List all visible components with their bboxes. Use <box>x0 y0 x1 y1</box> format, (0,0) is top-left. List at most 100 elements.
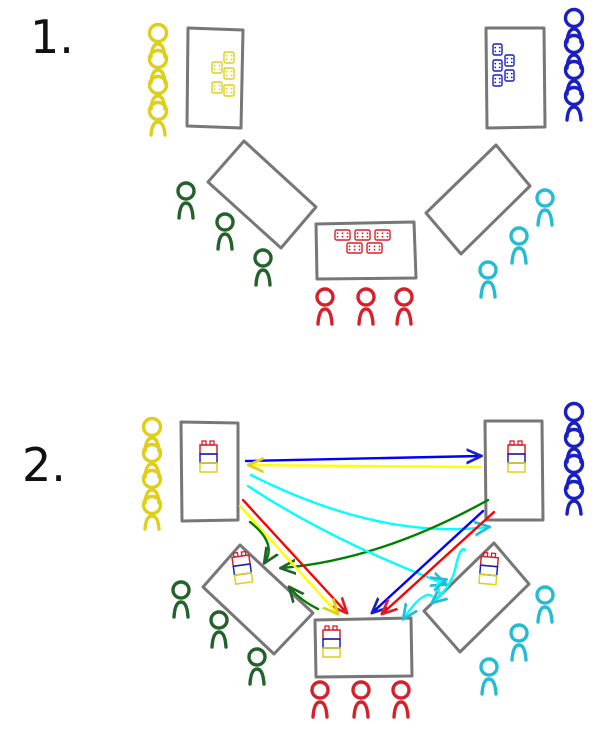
brick-1-red-a-outline <box>334 229 351 241</box>
brick-1-red-e-outline <box>366 242 383 254</box>
brick-1-red-d-stud-b1 <box>353 248 356 251</box>
brick-1-blue-d-outline <box>504 69 515 82</box>
person-1-cyan-a-body <box>536 208 554 227</box>
brick-1-red-a-stud-b2 <box>346 235 349 238</box>
brick-1-yellow-d-stud-a1 <box>218 84 221 87</box>
person-1-red-b-body <box>357 307 375 326</box>
person-1-green-a-head <box>176 181 196 201</box>
brick-1-yellow-e-stud-a0 <box>225 87 228 90</box>
person-2-blue-body-3 <box>565 499 583 516</box>
brick-1-red-a-stud-a1 <box>341 232 344 235</box>
tower-2-cyan-yellow-brick <box>478 573 498 586</box>
brick-1-yellow-e-stud-b0 <box>225 91 228 94</box>
person-2-blue-head-1 <box>563 427 585 449</box>
table-2-cyan <box>422 541 531 654</box>
person-1-cyan-c <box>478 260 498 299</box>
person-2-cyan-a-body <box>536 605 554 624</box>
person-1-green-b-body <box>216 232 234 251</box>
arrow-cyan-to-red <box>404 593 434 618</box>
person-1-yellow-body-3 <box>149 120 167 137</box>
brick-1-blue-c <box>492 59 503 72</box>
person-2-cyan-b-head <box>509 623 529 643</box>
brick-1-red-a-stud-b0 <box>336 235 339 238</box>
person-2-blue-head-3 <box>563 479 585 501</box>
tower-2-yellow <box>199 440 218 473</box>
arrow-red-from-yellow <box>241 498 346 612</box>
arrow-green-from-yellow <box>248 520 269 562</box>
brick-1-red-d-stud-a1 <box>353 245 356 248</box>
brick-1-yellow-c-outline <box>223 67 235 80</box>
person-1-yellow-body-0 <box>149 42 167 59</box>
person-1-yellow-body-1 <box>149 68 167 85</box>
brick-1-yellow-a-stud-a0 <box>213 64 216 67</box>
person-2-red-b <box>351 680 371 719</box>
table-1-blue <box>484 26 547 130</box>
brick-1-blue-c-stud-b1 <box>498 66 501 69</box>
person-1-yellow-head-3 <box>147 100 169 122</box>
person-2-blue-body-0 <box>565 421 583 438</box>
person-2-yellow-body-1 <box>143 462 161 479</box>
brick-1-blue-e-outline <box>492 74 503 87</box>
brick-1-red-a-stud-a2 <box>346 232 349 235</box>
person-2-cyan-c-head <box>479 657 499 677</box>
brick-1-yellow-e-outline <box>223 84 235 97</box>
brick-1-yellow-a-outline <box>211 61 223 74</box>
brick-1-yellow-c-stud-b1 <box>230 74 233 77</box>
brick-1-yellow-d-stud-b0 <box>213 88 216 91</box>
brick-1-red-e <box>366 242 383 254</box>
table-2-blue <box>483 419 545 522</box>
person-1-red-a-body <box>316 307 334 326</box>
brick-1-yellow-d-stud-b1 <box>218 88 221 91</box>
brick-1-blue-b-stud-a1 <box>510 57 513 60</box>
person-2-red-b-head <box>351 680 371 700</box>
brick-1-red-b-stud-a2 <box>366 232 369 235</box>
person-1-yellow-head-1 <box>147 48 169 70</box>
brick-1-yellow-c-stud-b0 <box>225 74 228 77</box>
tower-2-green <box>231 550 254 585</box>
brick-1-red-e-stud-a1 <box>373 245 376 248</box>
brick-1-yellow-a-stud-b0 <box>213 68 216 71</box>
brick-1-red-b-stud-b1 <box>361 235 364 238</box>
person-1-blue-head-0 <box>563 7 585 29</box>
brick-1-yellow-e-stud-b1 <box>230 91 233 94</box>
person-2-red-a <box>310 680 330 719</box>
brick-1-blue-a <box>492 43 503 56</box>
brick-1-blue-a-stud-b1 <box>498 50 501 53</box>
brick-1-blue-a-stud-a1 <box>498 46 501 49</box>
table-2-green <box>201 543 315 656</box>
person-1-blue-head-3 <box>563 85 585 107</box>
person-1-cyan-b-body <box>510 246 528 265</box>
brick-1-blue-b-stud-a0 <box>506 57 509 60</box>
brick-1-red-c-stud-a1 <box>381 232 384 235</box>
brick-1-yellow-a-stud-b1 <box>218 68 221 71</box>
brick-1-yellow-d-outline <box>211 81 223 94</box>
person-1-cyan-c-body <box>479 280 497 299</box>
brick-1-yellow-e-stud-a1 <box>230 87 233 90</box>
brick-1-red-c <box>374 229 391 241</box>
brick-1-blue-e-stud-a0 <box>494 77 497 80</box>
brick-1-red-a <box>334 229 351 241</box>
person-2-yellow-head-0 <box>141 416 163 438</box>
brick-1-yellow-b-stud-a0 <box>225 54 228 57</box>
brick-1-red-c-stud-b1 <box>381 235 384 238</box>
tower-2-red <box>322 625 341 658</box>
person-1-red-c-head <box>394 287 414 307</box>
arrow-cyan-small <box>437 580 445 595</box>
table-1-green <box>206 139 318 250</box>
brick-1-red-e-stud-b2 <box>378 248 381 251</box>
brick-1-blue-b <box>504 54 515 67</box>
brick-1-yellow-c-stud-a0 <box>225 70 228 73</box>
brick-1-red-e-stud-b1 <box>373 248 376 251</box>
person-1-blue-body-2 <box>565 79 583 96</box>
person-2-red-c <box>391 680 411 719</box>
person-2-green-a <box>171 580 191 619</box>
person-1-cyan-a-head <box>535 188 555 208</box>
person-2-cyan-a <box>535 585 555 624</box>
brick-1-red-c-stud-a0 <box>376 232 379 235</box>
step-label-2: 2. <box>22 438 66 492</box>
brick-1-blue-d-stud-b1 <box>510 76 513 79</box>
brick-1-red-b-stud-b2 <box>366 235 369 238</box>
brick-1-blue-c-stud-a0 <box>494 62 497 65</box>
